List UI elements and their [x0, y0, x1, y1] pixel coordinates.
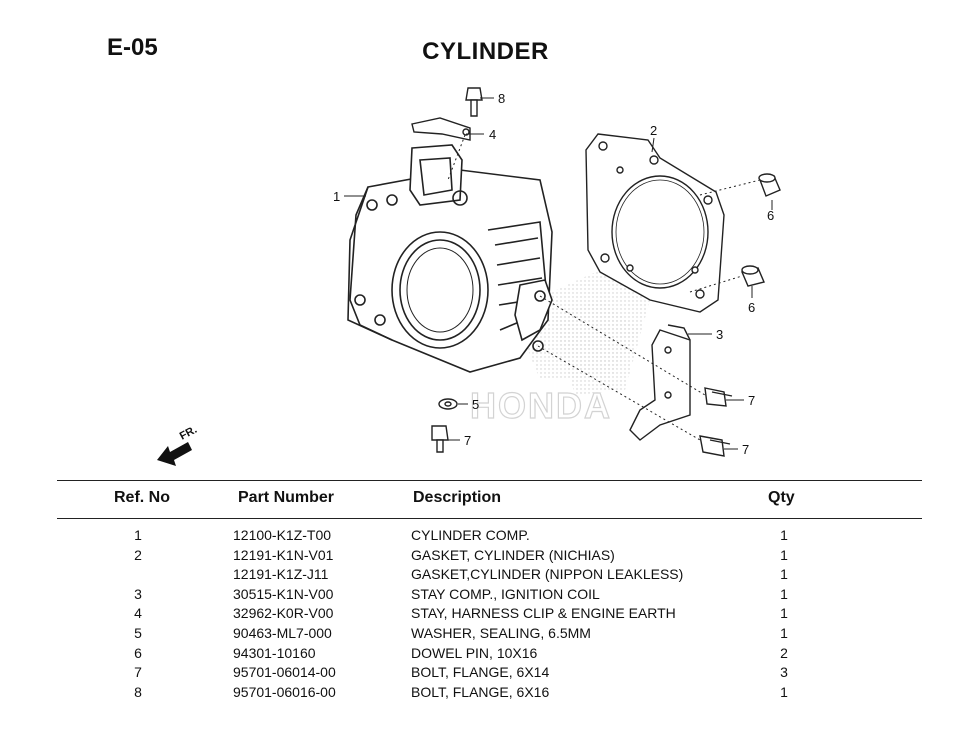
part-number-cell: 95701-06016-00 — [233, 683, 336, 700]
qty-cell: 2 — [780, 644, 788, 661]
cylinder-gasket-part — [585, 133, 725, 313]
ignition-coil-stay-part — [629, 324, 691, 441]
table-header-rule — [57, 518, 922, 519]
table-row: 3 30515-K1N-V00 STAY COMP., IGNITION COIL 1 — [0, 586, 971, 606]
qty-cell: 1 — [780, 624, 788, 641]
part-number-cell: 12100-K1Z-T00 — [233, 527, 332, 543]
ref-no-cell: 1 — [134, 527, 142, 543]
table-row: 8 95701-06016-00 BOLT, FLANGE, 6X16 1 — [0, 684, 971, 704]
honda-watermark: HONDA — [469, 270, 650, 427]
part-number-cell: 95701-06014-00 — [233, 664, 336, 681]
ref-no-cell: 6 — [134, 644, 142, 661]
sealing-washer-part — [438, 398, 458, 410]
flange-bolt-8-part — [465, 87, 483, 117]
part-number-cell: 12191-K1N-V01 — [233, 546, 334, 563]
description-cell: STAY COMP., IGNITION COIL — [411, 585, 600, 602]
table-top-rule — [57, 480, 922, 481]
table-row: 6 94301-10160 DOWEL PIN, 10X16 2 — [0, 645, 971, 665]
description-cell: GASKET, CYLINDER (NICHIAS) — [411, 546, 615, 563]
col-header-part-number: Part Number — [238, 489, 335, 506]
callout-2: 2 — [650, 123, 657, 138]
qty-cell: 1 — [780, 527, 788, 543]
page-title: CYLINDER — [422, 38, 549, 65]
watermark-text: HONDA — [470, 385, 612, 426]
col-header-ref: Ref. No — [114, 489, 170, 506]
harness-clip-stay-part — [411, 117, 471, 141]
callout-6b: 6 — [748, 300, 755, 315]
qty-cell: 1 — [780, 566, 788, 583]
table-row: 1 12100-K1Z-T00 CYLINDER COMP. 1 — [0, 527, 971, 547]
part-number-cell: 94301-10160 — [233, 644, 316, 661]
qty-cell: 1 — [780, 683, 788, 700]
table-row: 4 32962-K0R-V00 STAY, HARNESS CLIP & ENGIN… — [0, 605, 971, 625]
table-row: 12191-K1Z-J11 GASKET,CYLINDER (NIPPON LEA… — [0, 566, 971, 586]
description-cell: DOWEL PIN, 10X16 — [411, 644, 538, 661]
parts-table-body: 1 12100-K1Z-T00 CYLINDER COMP. 1 2 12191-K1N-… — [0, 527, 971, 703]
table-row: 7 95701-06014-00 BOLT, FLANGE, 6X14 3 — [0, 664, 971, 684]
part-number-cell: 90463-ML7-000 — [233, 624, 332, 641]
table-row: 5 90463-ML7-000 WASHER, SEALING, 6.5MM 1 — [0, 625, 971, 645]
col-header-description: Description — [413, 489, 502, 506]
callout-5: 5 — [472, 397, 479, 412]
ref-no-cell: 3 — [134, 585, 142, 602]
description-cell: BOLT, FLANGE, 6X16 — [411, 683, 550, 700]
ref-no-cell: 5 — [134, 624, 142, 641]
callout-6a: 6 — [767, 208, 774, 223]
col-header-qty: Qty — [768, 489, 795, 506]
cylinder-comp-part — [347, 144, 553, 373]
ref-no-cell: 7 — [134, 664, 142, 681]
qty-cell: 1 — [780, 546, 788, 563]
ref-no-cell: 8 — [134, 683, 142, 700]
part-number-cell: 30515-K1N-V00 — [233, 585, 334, 602]
part-number-cell: 32962-K0R-V00 — [233, 605, 334, 622]
description-cell: GASKET,CYLINDER (NIPPON LEAKLESS) — [411, 566, 684, 583]
callout-7a: 7 — [464, 433, 471, 448]
callout-7b: 7 — [748, 393, 755, 408]
description-cell: STAY, HARNESS CLIP & ENGINE EARTH — [411, 605, 676, 622]
dowel-pin-part — [741, 173, 781, 287]
front-direction-label: FR. — [178, 424, 199, 443]
ref-no-cell: 4 — [134, 605, 142, 622]
exploded-parts-diagram: HONDA — [157, 87, 781, 466]
qty-cell: 1 — [780, 585, 788, 602]
ref-no-cell: 2 — [134, 546, 142, 563]
description-cell: CYLINDER COMP. — [411, 527, 530, 543]
qty-cell: 3 — [780, 664, 788, 681]
description-cell: BOLT, FLANGE, 6X14 — [411, 664, 550, 681]
callout-8: 8 — [498, 91, 505, 106]
qty-cell: 1 — [780, 605, 788, 622]
callout-7c: 7 — [742, 442, 749, 457]
flange-bolt-7-part — [431, 387, 733, 457]
diagram-code: E-05 — [107, 34, 158, 61]
part-number-cell: 12191-K1Z-J11 — [233, 566, 329, 583]
front-direction-arrow-icon: FR. — [157, 424, 199, 466]
callout-1: 1 — [333, 189, 340, 204]
callout-3: 3 — [716, 327, 723, 342]
callout-4: 4 — [489, 127, 496, 142]
leader-lines — [344, 97, 773, 450]
table-row: 2 12191-K1N-V01 GASKET, CYLINDER (NICHIAS)… — [0, 547, 971, 567]
description-cell: WASHER, SEALING, 6.5MM — [411, 624, 591, 641]
